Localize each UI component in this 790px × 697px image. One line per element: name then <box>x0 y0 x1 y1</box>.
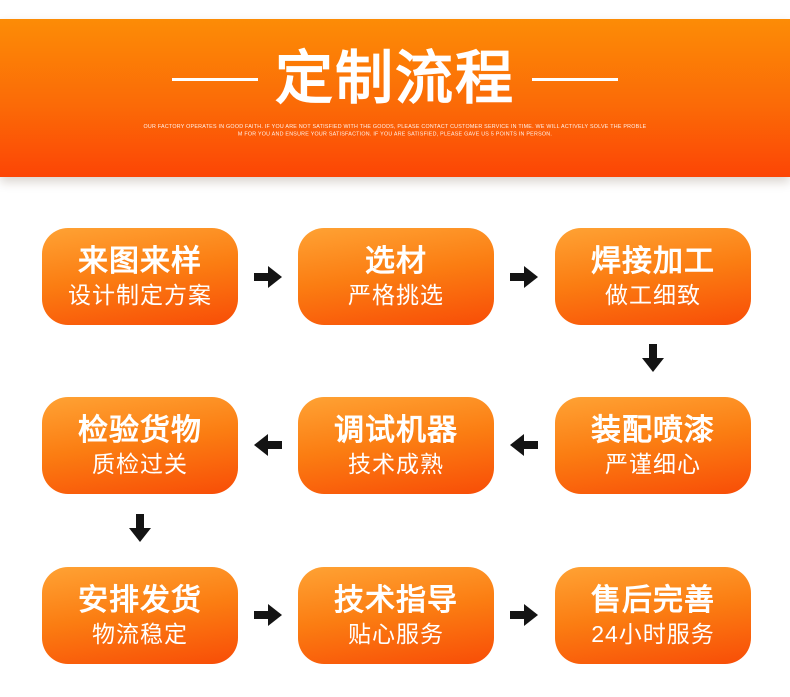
flow-step-subtitle: 设计制定方案 <box>68 281 212 308</box>
arrow-down-icon <box>129 514 151 542</box>
banner-tagline-line1: OUR FACTORY OPERATES IN GOOD FAITH. IF Y… <box>143 123 647 130</box>
flow-step-title: 技术指导 <box>334 583 458 617</box>
flow-step-title: 选材 <box>365 244 427 278</box>
arrow-right-icon <box>510 266 538 288</box>
flow-step-sample-drawings: 来图来样 设计制定方案 <box>42 228 238 325</box>
flow-step-subtitle: 24小时服务 <box>591 620 715 647</box>
flow-step-subtitle: 物流稳定 <box>92 620 188 647</box>
flow-step-subtitle: 严格挑选 <box>348 281 444 308</box>
arrow-right-icon <box>254 604 282 626</box>
flow-step-title: 安排发货 <box>78 583 202 617</box>
flow-step-subtitle: 严谨细心 <box>605 450 701 477</box>
flow-step-title: 检验货物 <box>78 413 202 447</box>
flow-step-inspection: 检验货物 质检过关 <box>42 397 238 494</box>
arrow-right-icon <box>510 604 538 626</box>
flow-step-subtitle: 贴心服务 <box>348 620 444 647</box>
flow-step-machine-testing: 调试机器 技术成熟 <box>298 397 494 494</box>
banner-tagline-line2: M FOR YOU AND ENSURE YOUR SATISFACTION. … <box>237 131 553 138</box>
title-right-line <box>532 77 618 81</box>
flow-step-material-selection: 选材 严格挑选 <box>298 228 494 325</box>
title-left-line <box>171 77 258 81</box>
arrow-left-icon <box>510 434 538 456</box>
arrow-left-icon <box>254 434 282 456</box>
banner-tagline: OUR FACTORY OPERATES IN GOOD FAITH. IF Y… <box>71 123 719 138</box>
banner-title-row: 定制流程 <box>0 46 790 111</box>
header-banner: 定制流程 OUR FACTORY OPERATES IN GOOD FAITH.… <box>0 19 790 177</box>
flow-step-after-sales: 售后完善 24小时服务 <box>555 567 751 664</box>
flow-step-assembly-painting: 装配喷漆 严谨细心 <box>555 397 751 494</box>
flow-step-title: 装配喷漆 <box>591 413 715 447</box>
arrow-down-icon <box>642 344 664 372</box>
flow-step-title: 来图来样 <box>78 244 202 278</box>
flow-step-title: 售后完善 <box>591 583 715 617</box>
flow-step-subtitle: 质检过关 <box>92 450 188 477</box>
flow-step-subtitle: 技术成熟 <box>348 450 444 477</box>
flow-step-shipping: 安排发货 物流稳定 <box>42 567 238 664</box>
page-title: 定制流程 <box>274 46 515 111</box>
flow-step-subtitle: 做工细致 <box>605 281 701 308</box>
flow-step-technical-guidance: 技术指导 贴心服务 <box>298 567 494 664</box>
flow-step-title: 调试机器 <box>334 413 458 447</box>
flow-step-title: 焊接加工 <box>591 244 715 278</box>
arrow-right-icon <box>254 266 282 288</box>
flow-step-welding: 焊接加工 做工细致 <box>555 228 751 325</box>
